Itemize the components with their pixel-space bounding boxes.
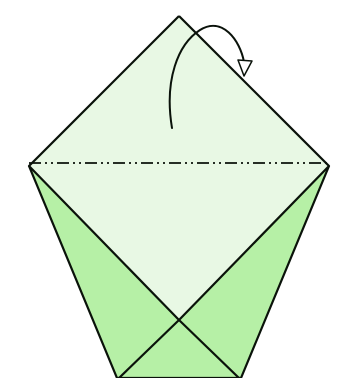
top-triangle-flap [29, 16, 329, 166]
fold-over-arrowhead [238, 60, 252, 76]
